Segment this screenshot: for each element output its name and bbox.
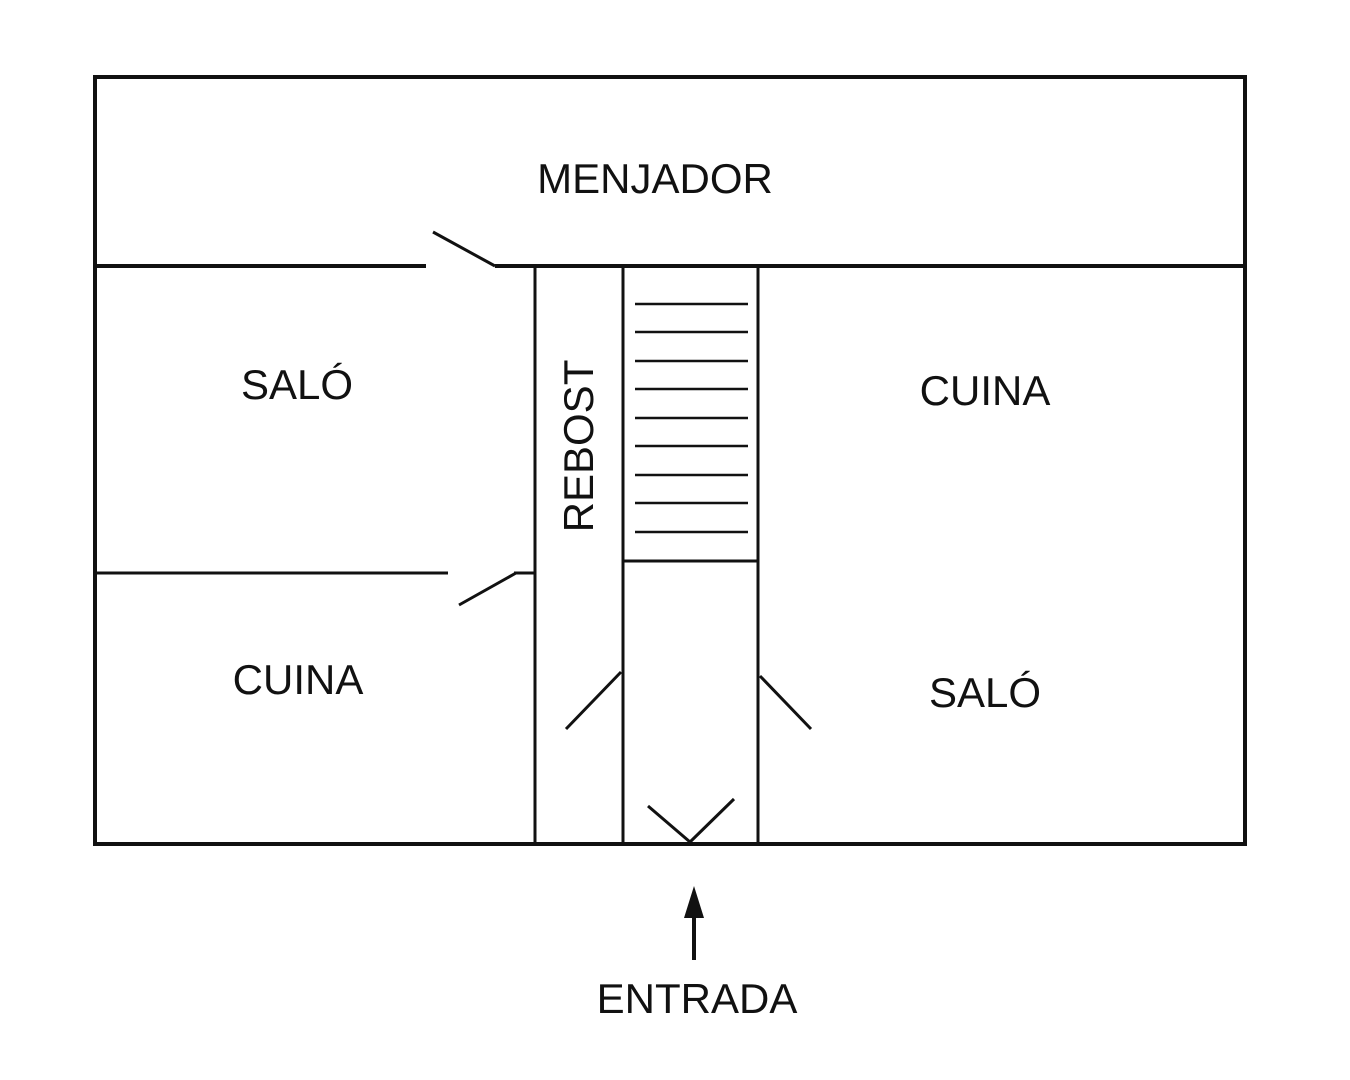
room-label-cuina-left: CUINA (233, 656, 364, 703)
room-label-cuina-right: CUINA (920, 367, 1051, 414)
outer-wall (93, 75, 1247, 846)
cuina-left-door (458, 571, 517, 607)
entrance-door-right (688, 797, 736, 844)
entrance-door-left (647, 804, 691, 844)
staircase (635, 302, 748, 534)
entrance-arrow-head (684, 886, 704, 918)
menjador-door (432, 230, 496, 268)
cuina-left-corridor-door (564, 670, 623, 731)
room-label-salo-left: SALÓ (241, 361, 353, 408)
salo-right-corridor-door (758, 674, 813, 731)
room-label-menjador: MENJADOR (537, 155, 773, 202)
room-label-salo-right: SALÓ (929, 669, 1041, 716)
entrance-label: ENTRADA (597, 975, 798, 1022)
room-label-rebost: REBOST (555, 360, 602, 533)
